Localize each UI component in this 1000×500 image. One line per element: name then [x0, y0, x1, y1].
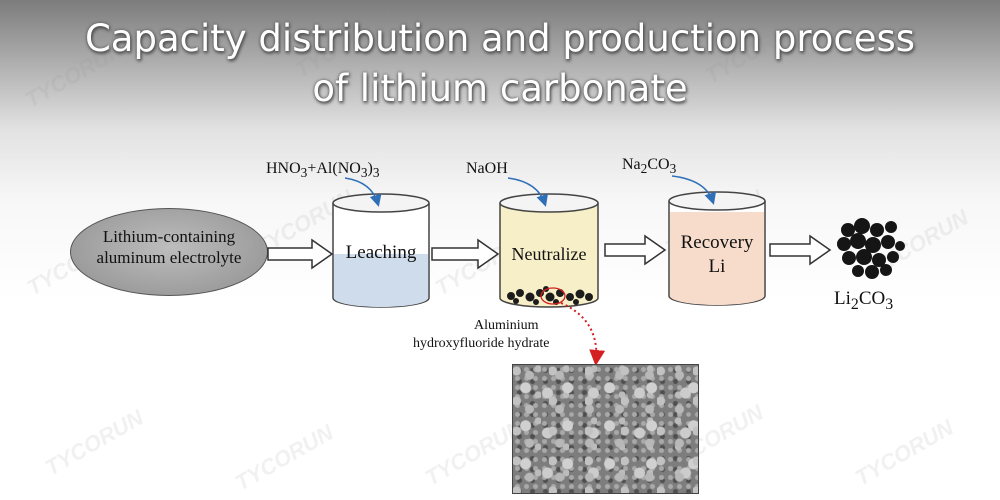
source-ellipse: [70, 208, 268, 296]
reagent-label-leaching: HNO3+Al(NO3)3: [266, 160, 380, 181]
product-label: Li2CO3: [834, 288, 894, 313]
title-line-2: of lithium carbonate: [312, 67, 688, 110]
page-title: Capacity distribution and production pro…: [0, 14, 1000, 114]
reagent-arrow-neutralize: [507, 177, 548, 207]
reagent-label-recovery: Na2CO3: [622, 156, 677, 177]
stage-label-recovery-2: Li: [708, 256, 726, 277]
product-cluster: [837, 218, 905, 279]
stage-label-recovery: Recovery: [680, 232, 754, 253]
beaker-neutralize: [499, 193, 599, 308]
precipitate-arrow: [560, 302, 606, 366]
precipitate-label-line-2: hydroxyfluoride hydrate: [413, 336, 550, 351]
precipitate-particles: [507, 286, 593, 305]
source-label: Lithium-containing aluminum electrolyte: [70, 226, 268, 268]
precipitate-label-line-1: Aluminium: [474, 318, 539, 333]
beaker-recovery: [668, 191, 766, 306]
flow-arrow-4: [769, 234, 832, 266]
sem-micrograph-image: [512, 364, 699, 494]
reagent-label-neutralize: NaOH: [466, 160, 508, 177]
flow-arrow-2: [431, 238, 500, 270]
reagent-arrow-recovery: [671, 175, 716, 205]
flow-arrow-3: [604, 234, 667, 266]
reagent-arrow-leaching: [344, 177, 382, 207]
stage-label-leaching: Leaching: [345, 242, 417, 263]
title-line-1: Capacity distribution and production pro…: [84, 17, 916, 60]
source-label-line-1: Lithium-containing: [102, 227, 236, 246]
flow-arrow-1: [267, 238, 334, 270]
stage-label-neutralize: Neutralize: [511, 244, 587, 264]
source-label-line-2: aluminum electrolyte: [96, 248, 242, 267]
